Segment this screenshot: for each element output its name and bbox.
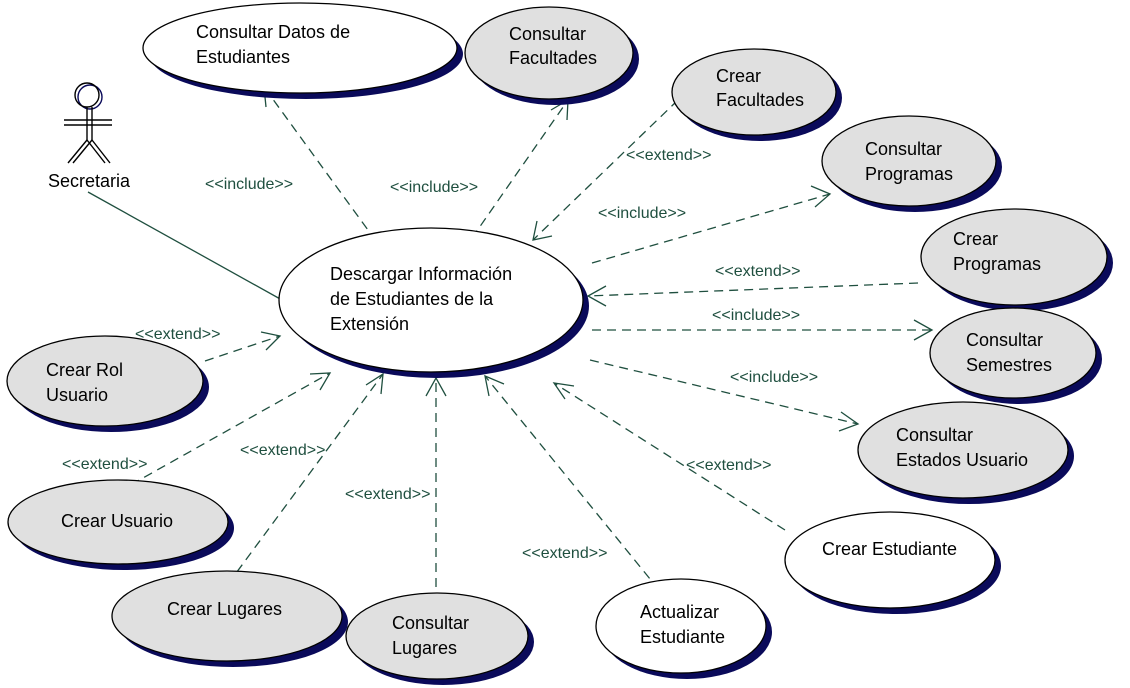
usecase-label-line: Actualizar (640, 602, 719, 622)
include-label: <<include>> (390, 179, 478, 196)
usecase-label-line: Estudiante (640, 627, 725, 647)
extend-crear-estudiante-line (552, 382, 786, 531)
usecase-crear-facultades[interactable]: Crear Facultades (671, 48, 842, 141)
usecase-label-line: Lugares (392, 638, 457, 658)
usecase-crear-rol-usuario[interactable]: Crear Rol Usuario (6, 335, 209, 432)
extend-label: <<extend>> (62, 456, 147, 473)
usecase-consultar-facultades[interactable]: Consultar Facultades (464, 6, 639, 105)
usecase-label-line: Consultar (896, 425, 973, 445)
extend-label: <<extend>> (240, 442, 325, 459)
extend-crear-programas-line (586, 282, 919, 307)
extend-label: <<extend>> (522, 545, 607, 562)
usecase-consultar-semestres[interactable]: Consultar Semestres (929, 307, 1102, 404)
usecase-consultar-programas[interactable]: Consultar Programas (821, 115, 1002, 212)
extend-crear-facultades-line (532, 99, 679, 241)
usecase-label-line: Crear Lugares (167, 599, 282, 619)
extend-actualizar-estudiante-line (484, 374, 660, 591)
usecase-label-line: Crear Estudiante (822, 539, 957, 559)
extend-crear-usuario-line (117, 372, 332, 493)
usecase-label-line: Consultar (392, 613, 469, 633)
include-consultar-programas-line (591, 185, 832, 264)
usecase-consultar-datos-estudiantes[interactable]: Consultar Datos de Estudiantes (142, 2, 463, 99)
usecase-label-line: Crear Usuario (61, 511, 173, 531)
include-consultar-datos-line (263, 85, 377, 242)
usecase-label-line: Estudiantes (196, 47, 290, 67)
usecase-label-line: Crear (953, 229, 998, 249)
extend-label: <<extend>> (626, 147, 711, 164)
extend-label: <<extend>> (135, 326, 220, 343)
extend-consultar-lugares-line (425, 376, 447, 602)
actor-association-line (87, 191, 283, 301)
usecase-crear-usuario[interactable]: Crear Usuario (7, 479, 234, 570)
include-label: <<include>> (598, 205, 686, 222)
usecase-label-line: Usuario (46, 385, 108, 405)
usecase-consultar-estados-usuario[interactable]: Consultar Estados Usuario (857, 401, 1074, 504)
usecase-label-line: Estados Usuario (896, 450, 1028, 470)
usecase-label-line: Facultades (716, 90, 804, 110)
actor-secretaria[interactable]: Secretaria (48, 82, 131, 191)
usecase-label-line: Descargar Información (330, 264, 512, 284)
usecase-descargar-informacion[interactable]: Descargar Información de Estudiantes de … (278, 227, 589, 378)
usecase-label-line: Programas (953, 254, 1041, 274)
extend-label: <<extend>> (686, 457, 771, 474)
usecase-crear-programas[interactable]: Crear Programas (920, 208, 1113, 311)
usecase-label-line: de Estudiantes de la (330, 289, 494, 309)
usecase-label-line: Facultades (509, 48, 597, 68)
include-consultar-estados-line (589, 359, 860, 432)
actor-name: Secretaria (48, 171, 131, 191)
usecase-label-line: Consultar (509, 24, 586, 44)
usecase-label-line: Crear Rol (46, 360, 123, 380)
usecase-consultar-lugares[interactable]: Consultar Lugares (345, 592, 534, 685)
usecase-label-line: Programas (865, 164, 953, 184)
usecase-label-line: Consultar (966, 330, 1043, 350)
usecase-label-line: Extensión (330, 314, 409, 334)
include-consultar-semestres-line (592, 319, 934, 341)
usecase-label-line: Consultar (865, 139, 942, 159)
usecase-label-line: Consultar Datos de (196, 22, 350, 42)
extend-label: <<extend>> (715, 263, 800, 280)
usecase-label-line: Semestres (966, 355, 1052, 375)
include-label: <<include>> (712, 307, 800, 324)
include-consultar-facultades-line (471, 98, 569, 239)
include-label: <<include>> (205, 176, 293, 193)
actor-icon (64, 82, 112, 164)
usecase-label-line: Crear (716, 66, 761, 86)
usecase-crear-estudiante[interactable]: Crear Estudiante (784, 511, 1001, 614)
extend-crear-lugares-line (227, 372, 384, 585)
usecase-crear-lugares[interactable]: Crear Lugares (111, 570, 348, 667)
extend-label: <<extend>> (345, 486, 430, 503)
usecase-actualizar-estudiante[interactable]: Actualizar Estudiante (595, 578, 772, 679)
include-label: <<include>> (730, 369, 818, 386)
extend-crear-rol-line (204, 331, 282, 362)
